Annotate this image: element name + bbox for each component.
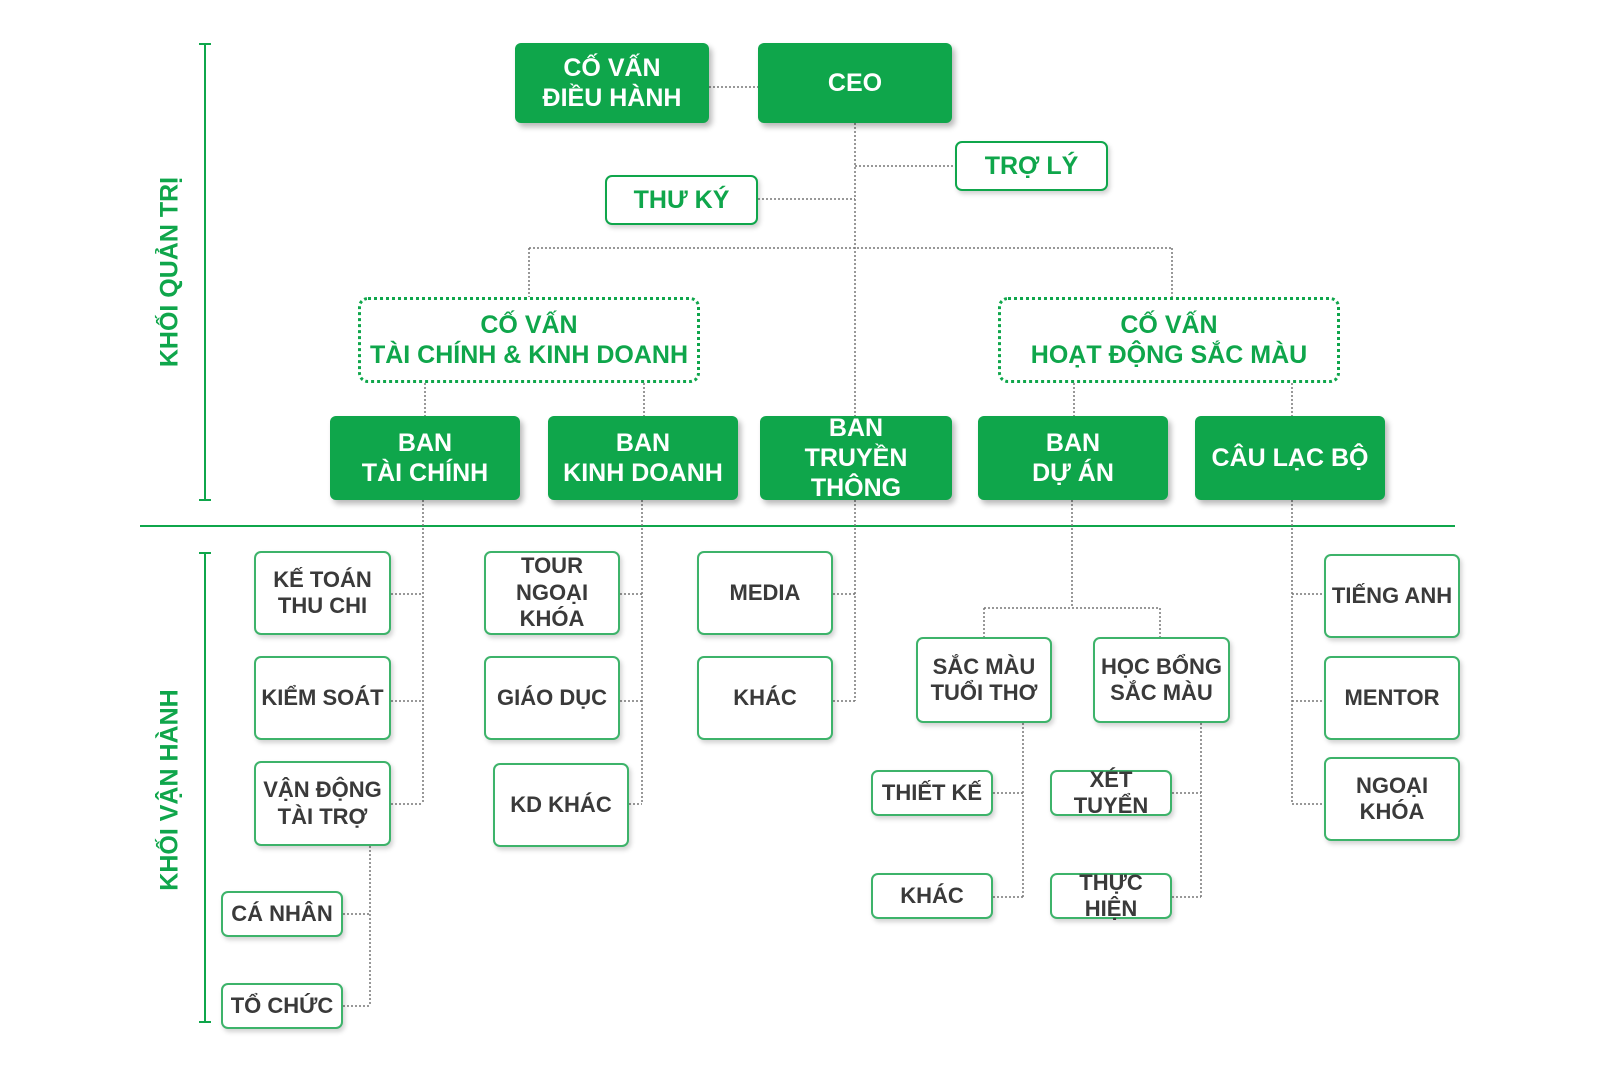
node-project-other[interactable]: KHÁC bbox=[871, 873, 993, 919]
node-label: NGOẠI KHÓA bbox=[1355, 772, 1429, 824]
node-label: BAN KINH DOANH bbox=[563, 429, 723, 487]
node-english[interactable]: TIẾNG ANH bbox=[1324, 554, 1460, 638]
node-label: XÉT TUYỂN bbox=[1073, 766, 1149, 818]
node-organization[interactable]: TỔ CHỨC bbox=[221, 983, 343, 1029]
node-control[interactable]: KIỂM SOÁT bbox=[254, 656, 391, 740]
node-label: CÁ NHÂN bbox=[231, 900, 333, 926]
node-label: BAN TÀI CHÍNH bbox=[361, 429, 489, 487]
node-advisor-exec[interactable]: CỐ VẤN ĐIỀU HÀNH bbox=[515, 43, 709, 123]
node-label: VẬN ĐỘNG TÀI TRỢ bbox=[263, 777, 382, 829]
node-label: SẮC MÀU TUỔI THƠ bbox=[930, 653, 1038, 705]
node-scholarship[interactable]: HỌC BỔNG SẮC MÀU bbox=[1093, 637, 1230, 723]
node-label: BAN TRUYỀN THÔNG bbox=[804, 414, 908, 502]
node-ceo[interactable]: CEO bbox=[758, 43, 952, 123]
node-label: TIẾNG ANH bbox=[1331, 582, 1453, 608]
node-label: TRỢ LÝ bbox=[984, 152, 1079, 180]
node-label: KHÁC bbox=[900, 882, 964, 908]
node-childhood-colors[interactable]: SẮC MÀU TUỔI THƠ bbox=[916, 637, 1052, 723]
node-label: MEDIA bbox=[729, 579, 801, 605]
node-sponsorship[interactable]: VẬN ĐỘNG TÀI TRỢ bbox=[254, 761, 391, 846]
node-media[interactable]: MEDIA bbox=[697, 551, 833, 635]
section-label-operations: KHỐI VẬN HÀNH bbox=[155, 689, 184, 891]
node-label: CÂU LẠC BỘ bbox=[1211, 444, 1369, 472]
node-accounting[interactable]: KẾ TOÁN THU CHI bbox=[254, 551, 391, 635]
node-label: CỐ VẤN ĐIỀU HÀNH bbox=[542, 54, 682, 112]
node-label: THIẾT KẾ bbox=[881, 779, 983, 805]
node-advisor-finance[interactable]: CỐ VẤN TÀI CHÍNH & KINH DOANH bbox=[358, 297, 700, 383]
node-label: CỐ VẤN TÀI CHÍNH & KINH DOANH bbox=[369, 311, 689, 369]
node-label: THƯ KÝ bbox=[633, 186, 730, 214]
node-label: CỐ VẤN HOẠT ĐỘNG SẮC MÀU bbox=[1030, 311, 1308, 369]
node-dept-project[interactable]: BAN DỰ ÁN bbox=[978, 416, 1168, 500]
section-label-management: KHỐI QUẢN TRỊ bbox=[155, 176, 184, 368]
node-mentor[interactable]: MENTOR bbox=[1324, 656, 1460, 740]
node-label: TỔ CHỨC bbox=[230, 992, 334, 1018]
node-individual[interactable]: CÁ NHÂN bbox=[221, 891, 343, 937]
node-dept-business[interactable]: BAN KINH DOANH bbox=[548, 416, 738, 500]
node-design[interactable]: THIẾT KẾ bbox=[871, 770, 993, 816]
node-label: KHÁC bbox=[733, 684, 797, 710]
node-assistant[interactable]: TRỢ LÝ bbox=[955, 141, 1108, 191]
node-label: KD KHÁC bbox=[510, 791, 612, 817]
node-label: TOUR NGOẠI KHÓA bbox=[515, 553, 589, 632]
node-label: KIỂM SOÁT bbox=[261, 684, 384, 710]
node-dept-finance[interactable]: BAN TÀI CHÍNH bbox=[330, 416, 520, 500]
node-selection[interactable]: XÉT TUYỂN bbox=[1050, 767, 1172, 818]
node-dept-media[interactable]: BAN TRUYỀN THÔNG bbox=[760, 414, 952, 502]
node-label: MENTOR bbox=[1344, 684, 1440, 710]
node-label: KẾ TOÁN THU CHI bbox=[273, 566, 372, 618]
node-extracurricular[interactable]: NGOẠI KHÓA bbox=[1324, 757, 1460, 841]
node-tour[interactable]: TOUR NGOẠI KHÓA bbox=[484, 551, 620, 635]
node-media-other[interactable]: KHÁC bbox=[697, 656, 833, 740]
node-education[interactable]: GIÁO DỤC bbox=[484, 656, 620, 740]
node-label: BAN DỰ ÁN bbox=[1032, 429, 1114, 487]
node-label: THỰC HIỆN bbox=[1079, 869, 1143, 921]
node-advisor-activities[interactable]: CỐ VẤN HOẠT ĐỘNG SẮC MÀU bbox=[998, 297, 1340, 383]
node-label: GIÁO DỤC bbox=[497, 684, 607, 710]
node-club[interactable]: CÂU LẠC BỘ bbox=[1195, 416, 1385, 500]
node-secretary[interactable]: THƯ KÝ bbox=[605, 175, 758, 225]
node-label: HỌC BỔNG SẮC MÀU bbox=[1101, 653, 1222, 705]
node-label: CEO bbox=[827, 69, 883, 97]
node-implementation[interactable]: THỰC HIỆN bbox=[1050, 870, 1172, 921]
node-kd-other[interactable]: KD KHÁC bbox=[493, 763, 629, 847]
